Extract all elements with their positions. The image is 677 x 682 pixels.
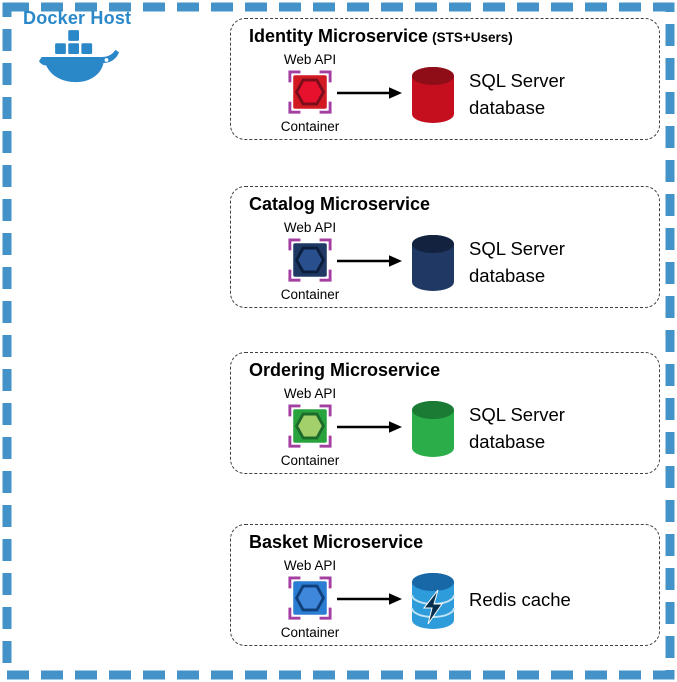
service-title: Catalog Microservice <box>249 194 434 215</box>
database-label-line1: SQL Server <box>469 404 565 425</box>
redis-cache-icon <box>411 573 455 629</box>
lightning-bolt-icon <box>422 589 443 625</box>
database-label-line1: SQL Server <box>469 238 565 259</box>
web-api-label: Web API <box>283 558 337 573</box>
database-label: SQL Server database <box>469 235 565 289</box>
sql-database-icon <box>412 67 454 123</box>
database-label-line2: database <box>469 431 546 452</box>
service-box-catalog: Catalog Microservice Web API Container S… <box>230 186 660 308</box>
service-title-suffix: (STS+Users) <box>432 30 513 45</box>
web-api-label: Web API <box>283 52 337 67</box>
database-label-line1: Redis cache <box>469 589 571 610</box>
service-title: Identity Microservice(STS+Users) <box>249 26 513 47</box>
service-title: Basket Microservice <box>249 532 427 553</box>
service-box-identity: Identity Microservice(STS+Users) Web API… <box>230 18 660 140</box>
database-label: Redis cache <box>469 586 571 613</box>
container-icon <box>288 404 332 448</box>
sql-database-icon <box>412 235 454 291</box>
container-label: Container <box>280 119 340 134</box>
container-label: Container <box>280 287 340 302</box>
service-title: Ordering Microservice <box>249 360 444 381</box>
database-label-line2: database <box>469 97 546 118</box>
service-box-ordering: Ordering Microservice Web API Container … <box>230 352 660 474</box>
arrow-icon <box>337 255 402 267</box>
web-api-label: Web API <box>283 220 337 235</box>
container-icon <box>288 70 332 114</box>
docker-whale-icon <box>38 30 120 83</box>
hexagon-icon <box>294 412 326 440</box>
hexagon-icon <box>294 246 326 274</box>
container-label: Container <box>280 625 340 640</box>
service-title-text: Ordering Microservice <box>249 360 441 380</box>
hexagon-icon <box>294 78 326 106</box>
database-label: SQL Server database <box>469 401 565 455</box>
arrow-icon <box>337 421 402 433</box>
database-label-line1: SQL Server <box>469 70 565 91</box>
database-label-line2: database <box>469 265 546 286</box>
sql-database-icon <box>412 401 454 457</box>
service-title-text: Identity Microservice <box>249 26 429 46</box>
service-title-text: Catalog Microservice <box>249 194 431 214</box>
database-label: SQL Server database <box>469 67 565 121</box>
arrow-icon <box>337 87 402 99</box>
arrow-icon <box>337 593 402 605</box>
docker-host-label: Docker Host <box>23 8 132 28</box>
web-api-label: Web API <box>283 386 337 401</box>
container-icon <box>288 238 332 282</box>
service-box-basket: Basket Microservice Web API Container Re… <box>230 524 660 646</box>
service-title-text: Basket Microservice <box>249 532 424 552</box>
container-icon <box>288 576 332 620</box>
whale-eye <box>104 58 109 62</box>
container-label: Container <box>280 453 340 468</box>
hexagon-icon <box>294 584 326 612</box>
